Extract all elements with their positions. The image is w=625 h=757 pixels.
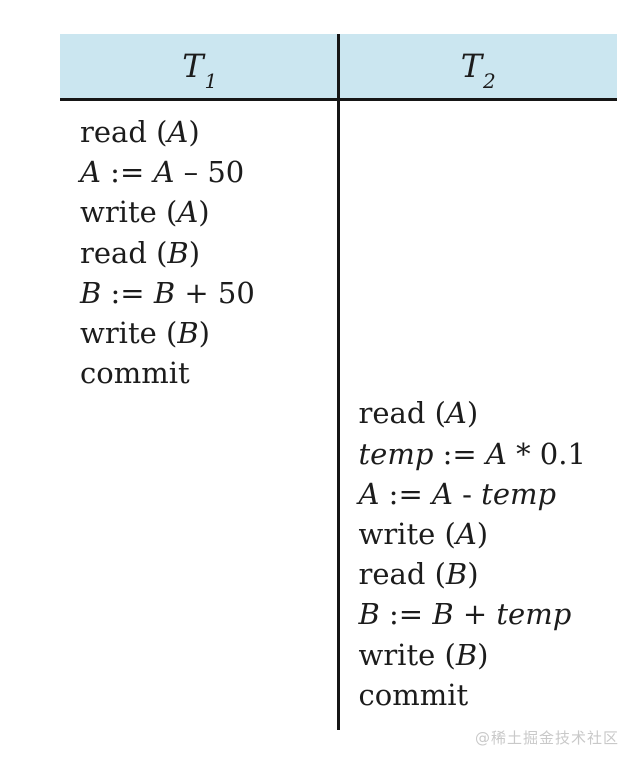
schedule-cell-t2: write (B)	[339, 638, 618, 672]
schedule-cell-t2: read (A)	[339, 396, 618, 430]
schedule-cell-t1: commit	[60, 356, 339, 390]
statement-segment: commit	[358, 677, 469, 712]
statement-segment: A	[167, 115, 189, 150]
statement-segment: B	[445, 557, 468, 592]
schedule-row: write (B)	[60, 634, 617, 674]
schedule-row: A := A – 50	[60, 152, 617, 192]
statement-segment: – 50	[174, 155, 245, 190]
statement-segment: read (	[358, 557, 446, 592]
schedule-row: write (A)	[60, 192, 617, 232]
statement-segment: temp	[496, 597, 572, 632]
schedule-row: read (A)	[60, 112, 617, 152]
statement-segment: read (	[80, 235, 168, 270]
statement-segment: B	[153, 275, 176, 310]
t1-label: T1	[182, 47, 218, 94]
t2-subscript: 2	[483, 69, 496, 94]
statement-segment: write (	[358, 637, 456, 672]
schedule-cell-t1: A := A – 50	[60, 155, 339, 189]
statement-segment: A	[80, 155, 101, 190]
statement-segment: :=	[379, 597, 433, 632]
statement-segment: A	[445, 396, 467, 431]
statement-segment: )	[198, 195, 210, 230]
schedule-cell-t1: read (B)	[60, 236, 339, 270]
schedule-cell-t2: read (B)	[339, 557, 618, 591]
statement-segment: read (	[358, 396, 446, 431]
statement-segment: A	[177, 195, 199, 230]
statement-segment: write (	[80, 316, 178, 351]
watermark: @稀土掘金技术社区	[474, 729, 619, 747]
statement-segment: -	[452, 476, 482, 511]
schedule-row: read (B)	[60, 554, 617, 594]
schedule-cell-t1: B := B + 50	[60, 276, 339, 310]
schedule-row: read (B)	[60, 233, 617, 273]
schedule-cell-t1: write (A)	[60, 195, 339, 229]
statement-segment: :=	[379, 476, 432, 511]
statement-segment: + 50	[175, 275, 255, 310]
t2-label: T2	[460, 47, 496, 94]
statement-segment: )	[477, 637, 489, 672]
column-header-t1: T1	[60, 34, 339, 98]
statement-segment: A	[485, 436, 507, 471]
statement-segment: commit	[80, 356, 190, 391]
schedule-cell-t2: B := B + temp	[339, 597, 618, 631]
statement-segment: B	[358, 597, 380, 632]
statement-segment: B	[432, 597, 454, 632]
schedule-cell-t2: temp := A * 0.1	[339, 437, 618, 471]
schedule-row: commit	[60, 675, 617, 715]
schedule-cell-t2: commit	[339, 678, 618, 712]
schedule-row: B := B + temp	[60, 594, 617, 634]
column-header-t2: T2	[339, 34, 618, 98]
statement-segment: A	[153, 155, 175, 190]
statement-segment: B	[455, 637, 478, 672]
statement-segment: +	[453, 597, 497, 632]
statement-segment: :=	[101, 275, 154, 310]
statement-segment: temp	[358, 436, 434, 471]
statement-segment: write (	[358, 516, 456, 551]
schedule-cell-t2: write (A)	[339, 517, 618, 551]
statement-segment: B	[167, 235, 189, 270]
statement-segment: temp	[481, 476, 557, 511]
statement-segment: )	[467, 557, 479, 592]
t1-subscript: 1	[204, 69, 218, 94]
statement-segment: A	[358, 476, 380, 511]
statement-segment: B	[80, 275, 102, 310]
statement-segment: A	[455, 516, 477, 551]
statement-segment: :=	[433, 436, 486, 471]
statement-segment: )	[198, 316, 210, 351]
statement-segment: read (	[80, 115, 168, 150]
schedule-row: commit	[60, 353, 617, 393]
schedule-row: temp := A * 0.1	[60, 434, 617, 474]
schedule-row: write (A)	[60, 514, 617, 554]
statement-segment: )	[466, 396, 479, 431]
statement-segment: A	[431, 476, 453, 511]
schedule-row: A := A - temp	[60, 474, 617, 514]
statement-segment: * 0.1	[506, 436, 586, 471]
schedule-row: B := B + 50	[60, 273, 617, 313]
schedule-row: write (B)	[60, 313, 617, 353]
schedule-row: read (A)	[60, 393, 617, 433]
statement-segment: write (	[80, 195, 178, 230]
statement-segment: )	[188, 235, 201, 270]
statement-segment: )	[188, 115, 200, 150]
statement-segment: :=	[100, 155, 154, 190]
column-divider-line	[337, 34, 340, 730]
statement-segment: B	[177, 316, 199, 351]
schedule-cell-t2: A := A - temp	[339, 477, 618, 511]
statement-segment: )	[476, 516, 489, 551]
schedule-cell-t1: read (A)	[60, 115, 339, 149]
schedule-cell-t1: write (B)	[60, 316, 339, 350]
